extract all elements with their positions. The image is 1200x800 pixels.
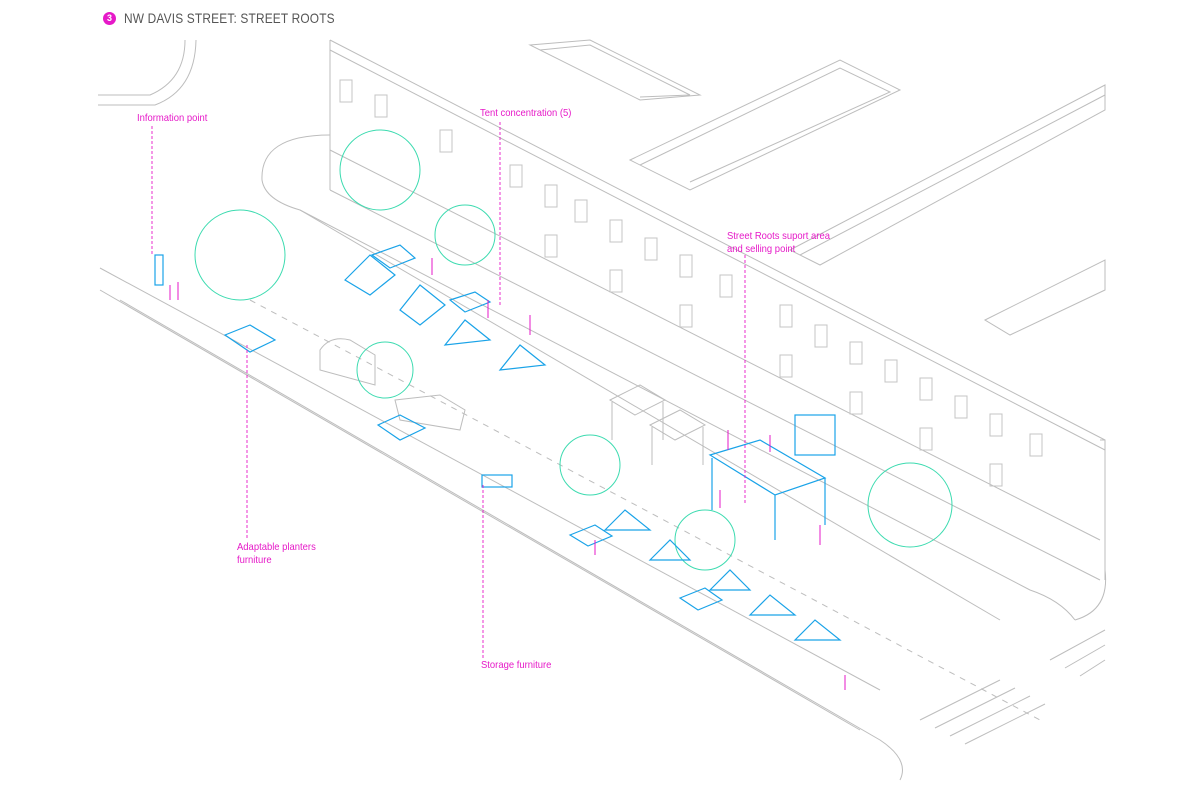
label-street-roots-line1: Street Roots suport area bbox=[727, 230, 830, 242]
label-information-point: Information point bbox=[137, 112, 208, 124]
label-storage-furniture: Storage furniture bbox=[481, 659, 552, 671]
diagram-title: 3 NW DAVIS STREET: STREET ROOTS bbox=[103, 10, 372, 26]
label-planters-line1: Adaptable planters bbox=[237, 541, 316, 553]
label-street-roots-line2: and selling point bbox=[727, 243, 796, 255]
label-planters-line2: furniture bbox=[237, 554, 272, 566]
label-adaptable-planters: Adaptable planters furniture bbox=[237, 541, 316, 567]
title-text: NW DAVIS STREET: STREET ROOTS bbox=[124, 10, 335, 26]
section-number-badge: 3 bbox=[103, 11, 116, 25]
label-tent-concentration: Tent concentration (5) bbox=[480, 107, 572, 119]
label-street-roots: Street Roots suport area and selling poi… bbox=[727, 230, 830, 256]
